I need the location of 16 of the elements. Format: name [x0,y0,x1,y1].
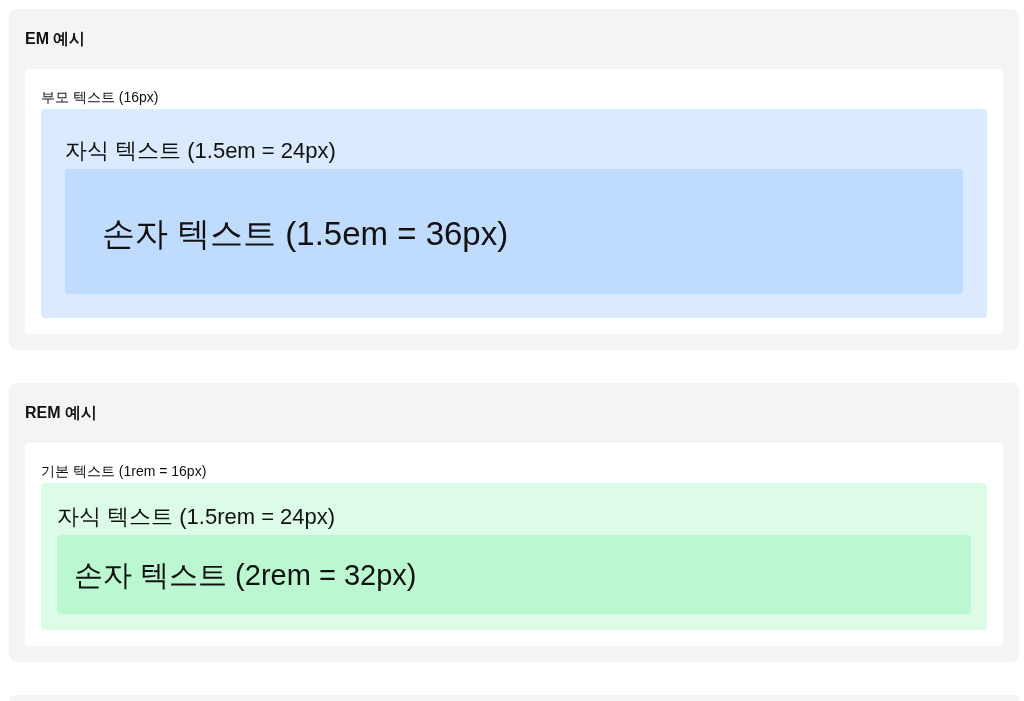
nested-box [41,109,987,318]
content-card [25,69,1003,334]
example-panel [9,383,1019,662]
nested-box [57,535,971,614]
sample-text: 손자 텍스트 (1.5em = 36px) [102,214,509,254]
sample-text: 자식 텍스트 (1.5rem = 24px) [57,503,336,531]
content-card [25,443,1003,646]
section-heading: EM 예시 [25,29,86,49]
example-panel [9,9,1019,350]
sample-text: 부모 텍스트 (16px) [41,88,159,107]
sample-text: 기본 텍스트 (1rem = 16px) [41,462,207,481]
section-heading: REM 예시 [25,403,97,423]
nested-box [41,483,987,630]
sample-text: 자식 텍스트 (1.5em = 24px) [65,137,336,165]
sample-text: 손자 텍스트 (2rem = 32px) [74,558,417,593]
nested-box [65,169,963,294]
